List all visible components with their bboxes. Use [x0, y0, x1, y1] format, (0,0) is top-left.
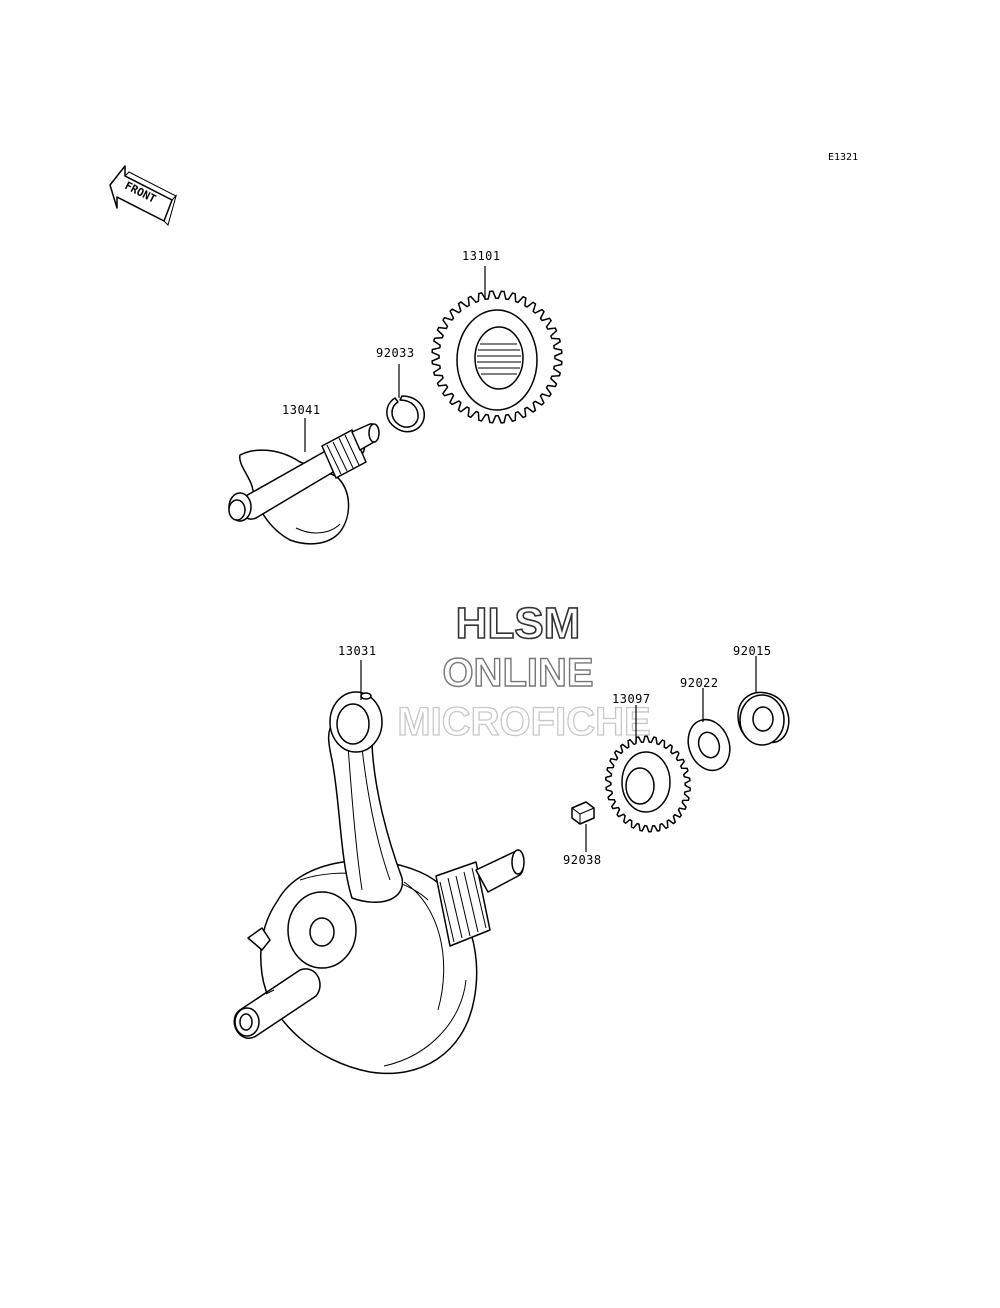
- nut-92015: [737, 691, 790, 746]
- watermark-line3: MICROFICHE: [397, 700, 650, 744]
- balancer-gear-13101: [431, 290, 563, 424]
- part-label-13097: 13097: [612, 692, 651, 706]
- washer-92022: [687, 718, 731, 772]
- key-92038: [571, 801, 595, 825]
- part-label-92022: 92022: [680, 676, 719, 690]
- watermark: HLSM ONLINE MICROFICHE: [397, 598, 652, 744]
- circlip-92033: [386, 395, 425, 433]
- gear-13097: [605, 735, 691, 833]
- front-arrow-icon: FRONT: [109, 165, 177, 226]
- watermark-line2: ONLINE: [442, 651, 593, 695]
- balancer-shaft-13041: [228, 423, 380, 545]
- part-label-92033: 92033: [376, 346, 415, 360]
- part-label-13041: 13041: [282, 403, 321, 417]
- part-label-13031: 13031: [338, 644, 377, 658]
- diagram-code: E1321: [828, 152, 858, 163]
- part-label-92038: 92038: [563, 853, 602, 867]
- connecting-rod-13031: [233, 691, 525, 1075]
- part-label-92015: 92015: [733, 644, 772, 658]
- part-label-13101: 13101: [462, 249, 501, 263]
- watermark-line1: HLSM: [456, 599, 581, 648]
